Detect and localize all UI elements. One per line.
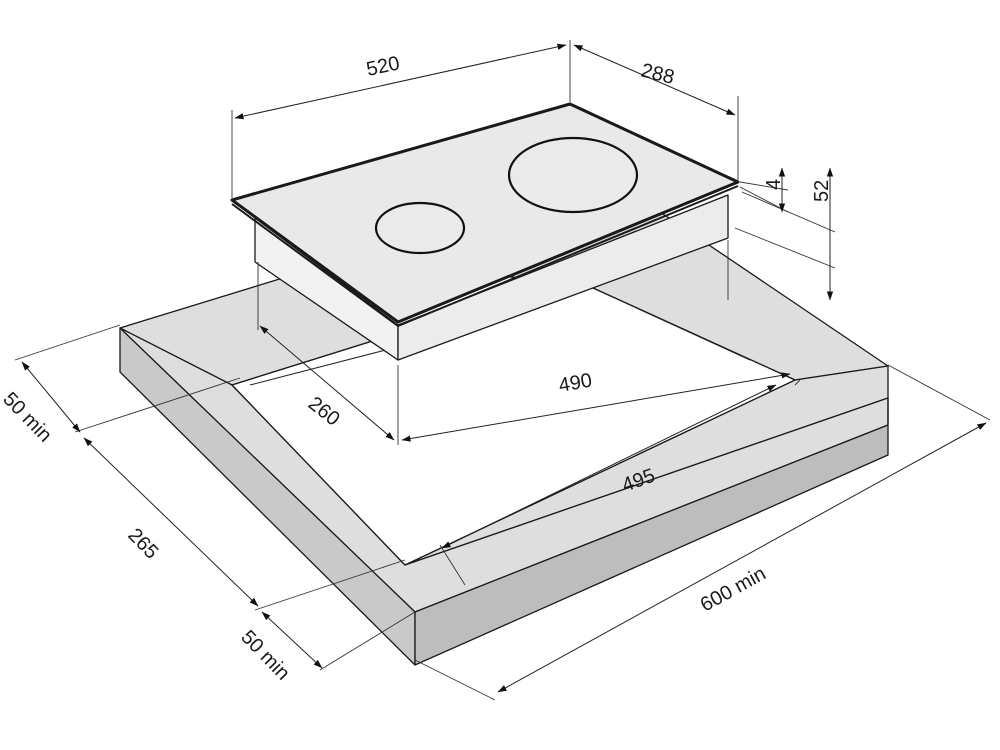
dim-line-50-front xyxy=(261,611,323,669)
label-back-clearance: 50 min xyxy=(0,388,56,446)
dim-line-520 xyxy=(234,43,567,120)
dim-line-265 xyxy=(83,437,259,607)
label-hob-depth: 288 xyxy=(639,60,677,89)
label-hob-height: 52 xyxy=(811,180,833,202)
hob xyxy=(230,102,740,361)
large-burner xyxy=(507,136,639,214)
label-worktop-width: 600 min xyxy=(697,563,770,617)
hob-body-front xyxy=(397,194,729,361)
dim-line-50-back xyxy=(21,361,81,433)
label-hob-width: 520 xyxy=(364,52,401,80)
dim-line-288 xyxy=(573,44,736,116)
dim-line-260 xyxy=(259,325,395,441)
label-front-clearance: 50 min xyxy=(236,626,294,684)
dim-line-600 xyxy=(497,422,987,693)
label-worktop-depth: 265 xyxy=(123,524,162,563)
small-burner xyxy=(374,201,466,255)
extension-lines xyxy=(14,40,991,701)
dimension-lines xyxy=(21,43,987,693)
label-glass-thickness: 4 xyxy=(763,179,785,190)
